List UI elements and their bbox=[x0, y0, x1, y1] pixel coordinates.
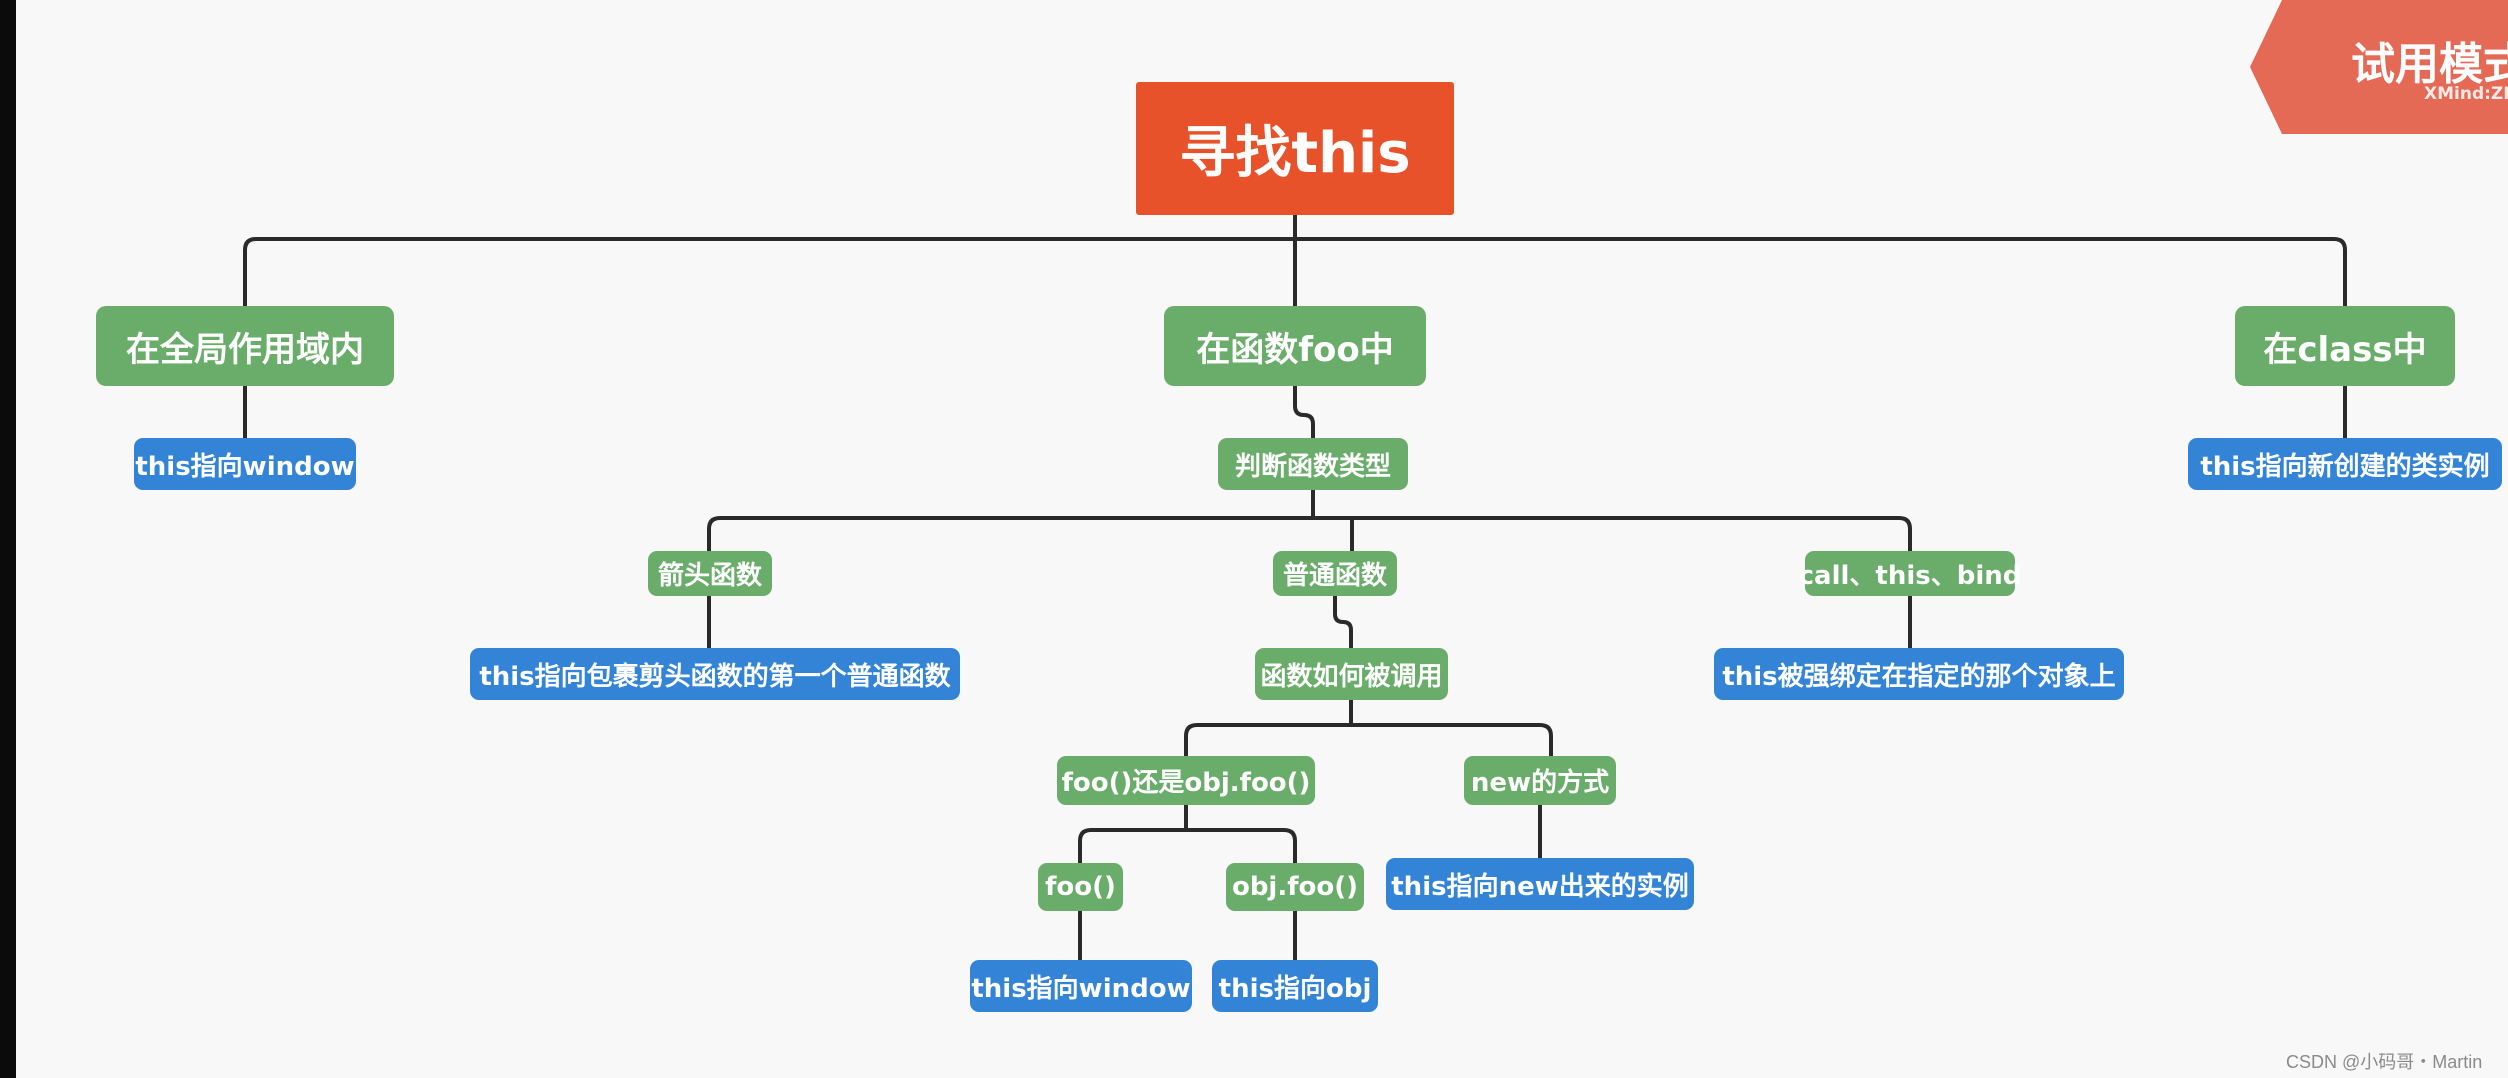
connector-how-branches bbox=[1184, 700, 1553, 756]
global-scope-node[interactable]: 在全局作用域内 bbox=[96, 306, 394, 386]
mindmap-canvas: 寻找this 在全局作用域内 在函数foo中 在class中 this指向win… bbox=[16, 0, 2508, 1078]
arrow-function-node[interactable]: 箭头函数 bbox=[648, 551, 772, 596]
connector-call-branches bbox=[1078, 805, 1297, 863]
explicit-binding-node[interactable]: call、this、bind bbox=[1799, 551, 2021, 596]
connector-judge-types bbox=[707, 490, 1912, 551]
class-result-node[interactable]: this指向新创建的类实例 bbox=[2188, 438, 2502, 490]
connector-lines bbox=[243, 215, 2347, 960]
new-result-node[interactable]: this指向new出来的实例 bbox=[1386, 858, 1694, 910]
plain-result-node[interactable]: this指向window bbox=[970, 960, 1192, 1012]
connector-function-judge bbox=[1293, 386, 1315, 438]
window-frame-edge bbox=[0, 0, 16, 1078]
method-call-node[interactable]: obj.foo() bbox=[1226, 863, 1364, 911]
normal-function-node[interactable]: 普通函数 bbox=[1273, 551, 1397, 596]
connector-root-branches bbox=[243, 215, 2347, 306]
trial-mode-title: 试用模式 bbox=[2351, 39, 2508, 90]
trial-mode-badge[interactable] bbox=[2250, 0, 2508, 134]
plain-or-method-node[interactable]: foo()还是obj.foo() bbox=[1057, 756, 1315, 805]
explicit-result-node[interactable]: this被强绑定在指定的那个对象上 bbox=[1714, 648, 2124, 700]
judge-type-node[interactable]: 判断函数类型 bbox=[1218, 438, 1408, 490]
method-result-node[interactable]: this指向obj bbox=[1212, 960, 1378, 1012]
csdn-watermark: CSDN @小码哥・Martin bbox=[2286, 1052, 2483, 1072]
class-scope-node[interactable]: 在class中 bbox=[2235, 306, 2455, 386]
plain-call-node[interactable]: foo() bbox=[1038, 863, 1123, 911]
arrow-result-node[interactable]: this指向包裹剪头函数的第一个普通函数 bbox=[470, 648, 960, 700]
function-scope-node[interactable]: 在函数foo中 bbox=[1164, 306, 1426, 386]
root-node-title[interactable]: 寻找this bbox=[1136, 82, 1454, 215]
trial-mode-subtitle: XMind:ZEN bbox=[2424, 84, 2508, 104]
connector-normal-how bbox=[1333, 596, 1353, 648]
new-call-node[interactable]: new的方式 bbox=[1464, 756, 1616, 805]
how-called-node[interactable]: 函数如何被调用 bbox=[1255, 648, 1448, 700]
global-result-node[interactable]: this指向window bbox=[134, 438, 356, 490]
